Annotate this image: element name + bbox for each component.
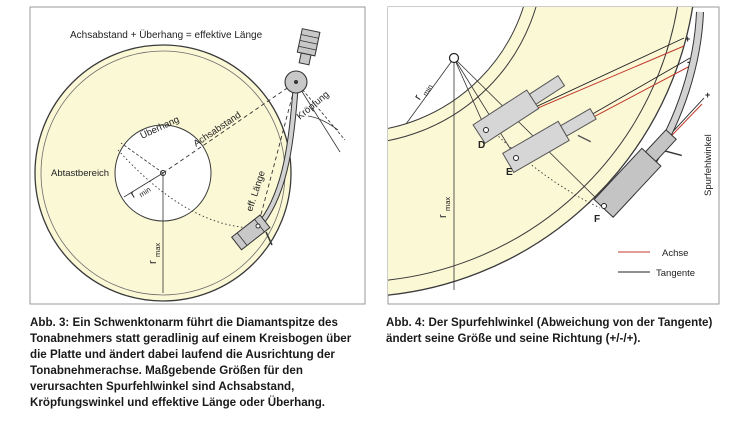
rmin-line bbox=[123, 172, 164, 198]
figure-3-svg: Achsabstand + Überhang = effektive Länge… bbox=[29, 6, 366, 305]
fig3-formula: Achsabstand + Überhang = effektive Länge bbox=[70, 29, 263, 41]
pivot-line-d bbox=[453, 57, 487, 131]
svg-text:r: r bbox=[412, 92, 424, 102]
svg-text:r: r bbox=[437, 214, 449, 218]
legend-achse-label: Achse bbox=[662, 248, 688, 259]
legend-tangente-label: Tangente bbox=[656, 268, 695, 279]
label-rmax-4: r max bbox=[437, 197, 452, 218]
stylus-arc bbox=[117, 149, 261, 229]
effective-length-line bbox=[257, 81, 297, 227]
label-point-f: F bbox=[594, 214, 600, 225]
figure-4-caption: Abb. 4: Der Spurfehlwinkel (Abweichung v… bbox=[386, 316, 713, 345]
pivot-line-f bbox=[453, 57, 605, 207]
kroepfung-line-b bbox=[295, 81, 346, 141]
pivot-point-4 bbox=[448, 52, 460, 64]
svg-text:max: max bbox=[443, 197, 452, 211]
finger-lift bbox=[265, 231, 273, 246]
headshell-e bbox=[502, 107, 597, 174]
svg-text:r: r bbox=[128, 188, 138, 200]
stylus-point-e bbox=[513, 155, 519, 161]
label-spurfehlwinkel: Spurfehlwinkel bbox=[703, 134, 714, 196]
svg-text:r: r bbox=[147, 260, 159, 264]
sign-d-plus: + bbox=[685, 34, 690, 44]
sign-e-minus: - bbox=[687, 57, 690, 68]
rmin-line-4 bbox=[405, 57, 455, 125]
figure-3-tonearm-geometry: Achsabstand + Überhang = effektive Länge… bbox=[0, 0, 374, 310]
stylus-point-d bbox=[483, 127, 489, 133]
pivot-point bbox=[294, 80, 298, 84]
headshell bbox=[230, 214, 271, 251]
counterweight bbox=[296, 28, 321, 66]
tonearm-tube bbox=[260, 80, 298, 224]
label-point-e: E bbox=[506, 167, 513, 178]
figure-4-tracking-error: + - + D E F r min r max Spurfehlwinkel A… bbox=[382, 0, 742, 310]
figure-4-svg: + - + D E F r min r max Spurfehlwinkel A… bbox=[387, 6, 720, 305]
record-label-area-4 bbox=[388, 7, 524, 129]
label-abtastbereich: Abtastbereich bbox=[51, 168, 109, 179]
pivot-line-e bbox=[453, 57, 517, 159]
headshell-d bbox=[472, 74, 566, 145]
kroepfung-line-a bbox=[295, 81, 341, 153]
label-point-d: D bbox=[478, 140, 485, 151]
figure-3-caption: Abb. 3: Ein Schwenktonarm führt die Diam… bbox=[30, 316, 352, 409]
sign-f-plus: + bbox=[705, 90, 710, 100]
headshell-f bbox=[593, 129, 682, 218]
label-rmax: r max bbox=[147, 243, 162, 264]
stylus-point-f bbox=[601, 203, 607, 209]
achsabstand-line bbox=[162, 81, 297, 174]
ueberhang-line bbox=[120, 142, 164, 174]
stylus-point bbox=[255, 223, 261, 229]
svg-text:max: max bbox=[153, 243, 162, 257]
